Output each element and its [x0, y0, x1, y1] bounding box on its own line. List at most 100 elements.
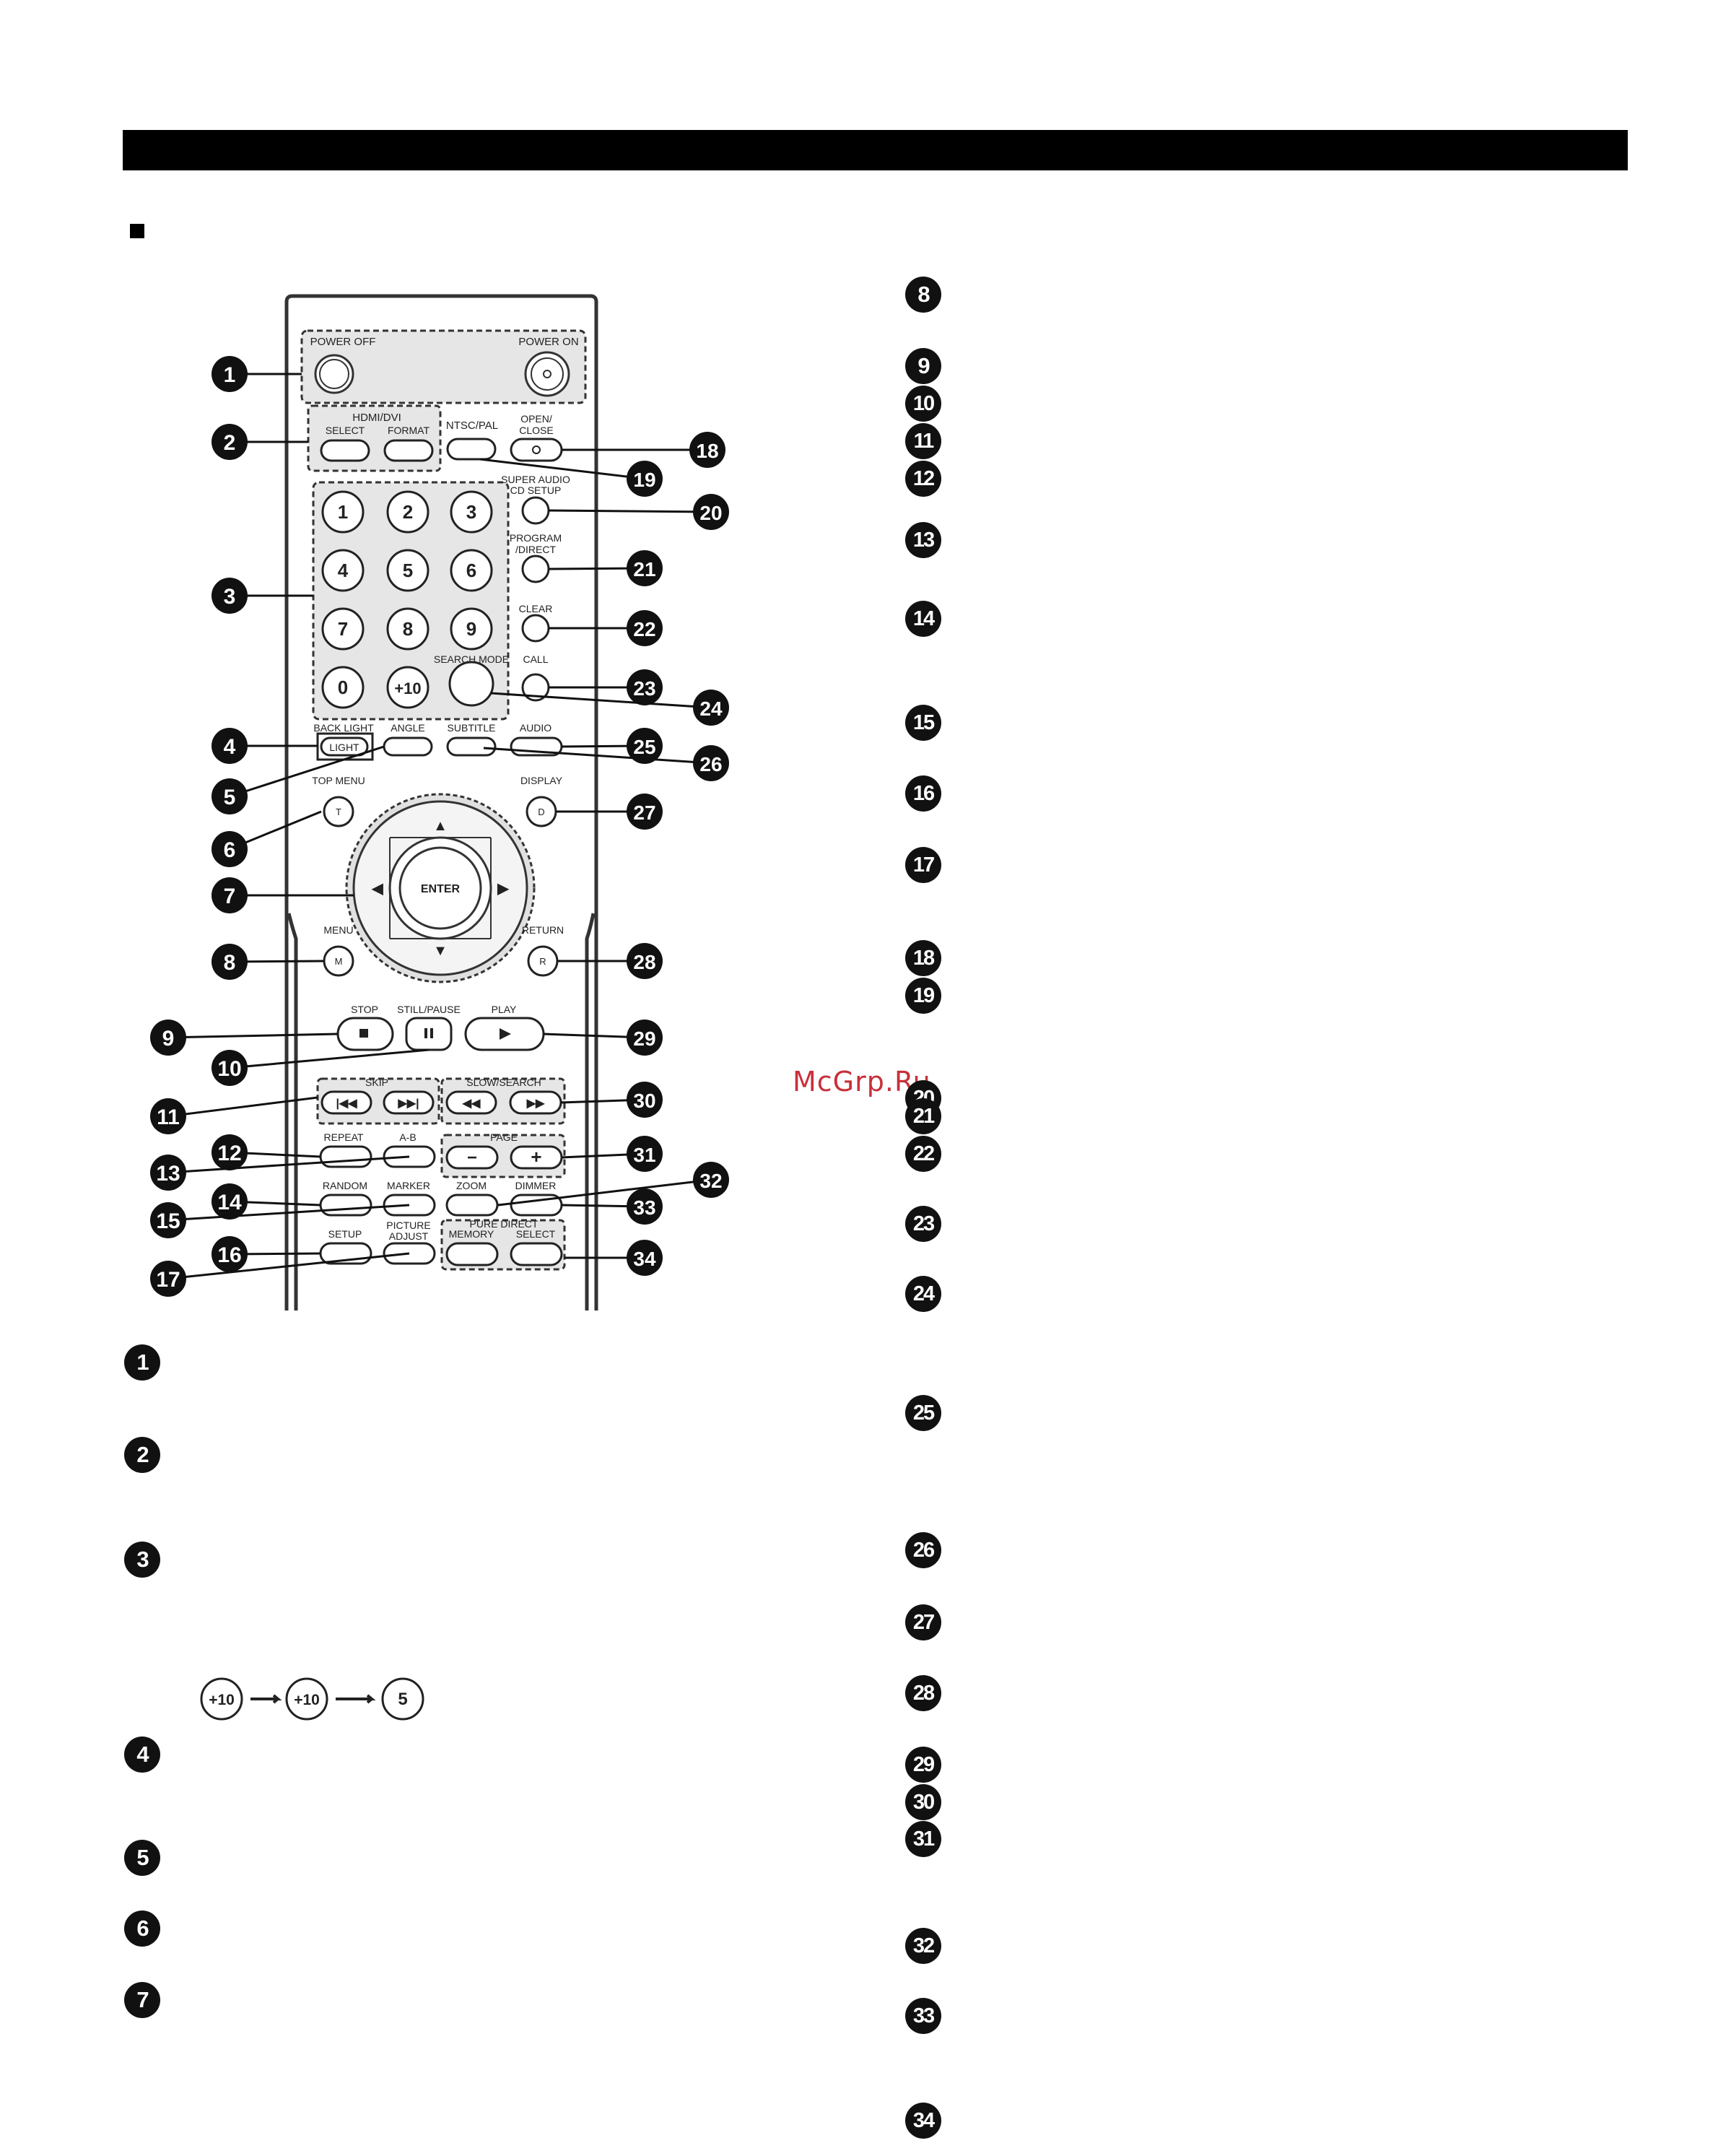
keypad-button-4[interactable] — [321, 549, 365, 592]
clear-button[interactable] — [521, 614, 550, 643]
description-marker-4: 4 — [124, 1736, 160, 1773]
callout-marker-22 — [627, 610, 663, 646]
callout-marker-1 — [212, 356, 248, 392]
skip-forward-icon: ▶▶| — [397, 1097, 419, 1110]
light-button[interactable] — [320, 736, 369, 757]
callout-line-19 — [479, 458, 645, 480]
callout-marker-12 — [212, 1134, 248, 1170]
description-marker-5: 5 — [124, 1840, 160, 1876]
top-menu-button[interactable] — [323, 796, 354, 827]
description-marker-25: 25 — [905, 1395, 941, 1431]
ntsc-pal-button[interactable] — [446, 438, 497, 461]
repeat-button[interactable] — [319, 1145, 372, 1168]
skip-forward-button[interactable] — [383, 1090, 435, 1115]
label-program: PROGRAM — [510, 532, 562, 544]
callout-marker-33 — [627, 1188, 663, 1225]
callout-number-30: 30 — [633, 1090, 655, 1112]
description-marker-10: 10 — [905, 386, 941, 422]
callout-marker-27 — [627, 794, 663, 830]
callout-marker-26 — [693, 745, 729, 781]
label-page: PAGE — [490, 1131, 518, 1143]
label-random: RANDOM — [323, 1180, 367, 1191]
open-close-button[interactable] — [510, 438, 563, 462]
callout-marker-32 — [693, 1162, 729, 1198]
super-audio-cd-setup-button[interactable] — [521, 496, 550, 525]
keypad-button-5[interactable] — [386, 549, 430, 592]
label-dimmer: DIMMER — [515, 1180, 557, 1191]
callout-marker-23 — [627, 669, 663, 705]
skip-back-button[interactable] — [321, 1090, 372, 1115]
callout-number-9: 9 — [162, 1027, 175, 1051]
callout-number-3: 3 — [224, 585, 236, 609]
keypad-button-8[interactable] — [386, 607, 430, 651]
hdmi-select-button[interactable] — [320, 439, 370, 462]
memory-button[interactable] — [445, 1242, 499, 1266]
keypad-button-+10[interactable] — [386, 666, 430, 709]
label-return: RETURN — [522, 924, 564, 936]
callout-number-29: 29 — [633, 1027, 655, 1050]
subtitle-button[interactable] — [446, 736, 497, 757]
description-marker-15: 15 — [905, 705, 941, 741]
still-pause-button[interactable] — [405, 1017, 453, 1051]
callout-marker-8 — [212, 944, 248, 980]
select-button[interactable] — [510, 1242, 563, 1266]
label-setup: SETUP — [328, 1228, 362, 1240]
keypad-button-1[interactable] — [321, 490, 365, 534]
keypad-label-5: 5 — [403, 560, 413, 581]
callout-number-1: 1 — [224, 363, 236, 387]
label-a-b: A-B — [399, 1131, 416, 1143]
callout-number-15: 15 — [156, 1209, 180, 1233]
sequence-key-1 — [200, 1677, 243, 1721]
enter-label[interactable]: ENTER — [421, 883, 461, 895]
callout-number-28: 28 — [633, 951, 655, 973]
callout-number-7: 7 — [224, 884, 236, 908]
callout-line-10 — [229, 1048, 430, 1069]
label-open: OPEN/ — [520, 413, 552, 425]
keypad-button-3[interactable] — [450, 490, 493, 534]
page-minus-button[interactable] — [445, 1145, 499, 1170]
sequence-key-label-3: 5 — [398, 1690, 407, 1709]
zoom-button[interactable] — [445, 1194, 499, 1217]
callout-number-16: 16 — [217, 1243, 241, 1267]
callout-number-17: 17 — [156, 1268, 180, 1292]
description-marker-2: 2 — [124, 1437, 160, 1473]
callout-number-6: 6 — [224, 838, 236, 862]
description-marker-3: 3 — [124, 1542, 160, 1578]
label-top-menu: TOP MENU — [312, 775, 365, 786]
angle-button[interactable] — [383, 736, 433, 757]
skip-back-icon: |◀◀ — [336, 1097, 357, 1110]
search-back-button[interactable] — [445, 1090, 497, 1115]
callout-marker-16 — [212, 1236, 248, 1272]
random-button[interactable] — [319, 1194, 372, 1217]
label-picture: PICTURE — [386, 1220, 430, 1231]
callout-number-25: 25 — [633, 736, 655, 758]
search-mode-button[interactable] — [448, 661, 494, 707]
callout-marker-10 — [212, 1050, 248, 1086]
label-repeat: REPEAT — [324, 1131, 364, 1143]
description-marker-17: 17 — [905, 847, 941, 883]
keypad-button-9[interactable] — [450, 607, 493, 651]
power-off-button[interactable] — [314, 354, 354, 394]
callout-number-34: 34 — [633, 1248, 656, 1270]
program-direct-button[interactable] — [521, 555, 550, 583]
keypad-label-2: 2 — [403, 501, 413, 523]
keypad-button-2[interactable] — [386, 490, 430, 534]
keypad-button-0[interactable] — [321, 666, 365, 709]
keypad-label-7: 7 — [338, 618, 348, 640]
callout-number-2: 2 — [224, 431, 236, 455]
label-still-pause: STILL/PAUSE — [397, 1004, 461, 1015]
label-adjust: ADJUST — [389, 1230, 429, 1242]
sequence-key-2 — [285, 1677, 328, 1721]
description-marker-12: 12 — [905, 461, 941, 497]
keypad-button-7[interactable] — [321, 607, 365, 651]
description-marker-11: 11 — [905, 423, 941, 459]
keypad-button-6[interactable] — [450, 549, 493, 592]
keypad-label-3: 3 — [466, 501, 476, 523]
callout-marker-14 — [212, 1183, 248, 1220]
description-marker-32: 32 — [905, 1928, 941, 1964]
navigation-pad[interactable] — [345, 793, 536, 983]
label-clear: CLEAR — [519, 603, 553, 614]
hdmi-format-button[interactable] — [383, 439, 434, 462]
callout-line-32 — [497, 1178, 712, 1207]
